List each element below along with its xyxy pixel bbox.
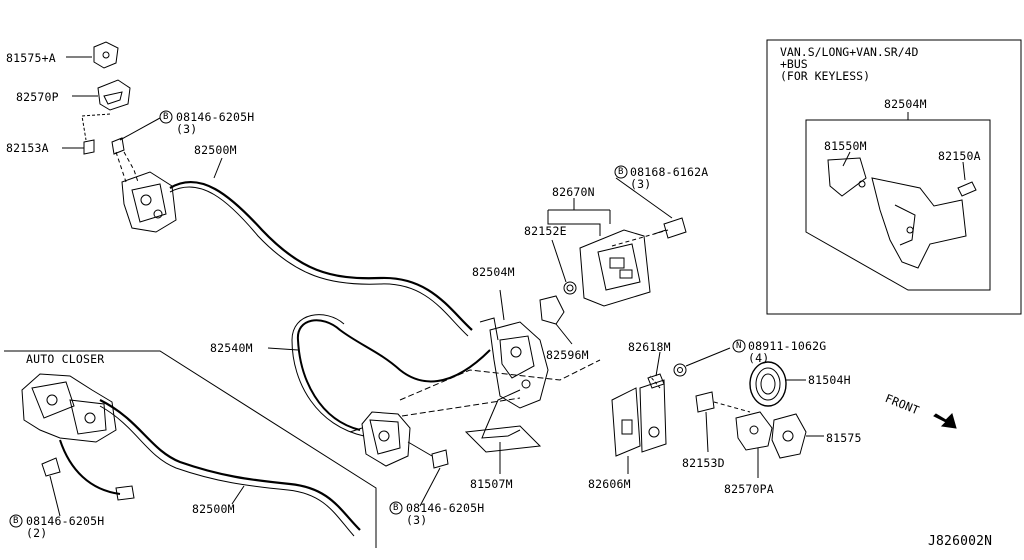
bolt2-sym: B — [618, 167, 624, 177]
inset-part-main: 82504M — [884, 97, 927, 111]
section-auto-closer: AUTO CLOSER — [26, 352, 105, 366]
label-bolt1-num: 08146-6205H — [176, 110, 255, 124]
label-bolt3-qty: (3) — [406, 513, 428, 527]
label-82670n: 82670N — [552, 185, 595, 199]
label-bolt4-qty: (2) — [26, 526, 48, 540]
label-81575: 81575 — [826, 431, 862, 445]
bolt1-sym: B — [163, 112, 169, 122]
label-82152e: 82152E — [524, 224, 567, 238]
label-82606m: 82606M — [588, 477, 631, 491]
bolt2-symbol-icon — [614, 165, 628, 179]
door-lock-82504m-icon — [479, 317, 549, 409]
inset-box — [766, 39, 1022, 315]
bolt1-symbol-icon — [159, 110, 173, 124]
nut-symbol-icon — [732, 339, 746, 353]
label-82153a: 82153A — [6, 141, 49, 155]
label-82540m: 82540M — [210, 341, 253, 355]
label-81507m: 81507M — [470, 477, 513, 491]
label-82570pa: 82570PA — [724, 482, 774, 496]
label-81504h: 81504H — [808, 373, 851, 387]
label-82570p: 82570P — [16, 90, 59, 104]
handle-bracket-82670n-icon — [579, 229, 651, 307]
part-82570pa-icon — [735, 411, 773, 451]
grommet-81504h-icon — [749, 361, 787, 407]
auto-closer-latch-icon — [21, 373, 117, 443]
label-82596m: 82596M — [546, 348, 589, 362]
label-bolt1-qty: (3) — [176, 122, 198, 136]
inset-line2: +BUS — [780, 57, 808, 71]
nut-sym: N — [736, 341, 742, 351]
front-arrow-icon — [933, 413, 957, 429]
label-bolt2-num: 08168-6162A — [630, 165, 709, 179]
label-bolt4-num: 08146-6205H — [26, 514, 105, 528]
label-bolt3-num: 08146-6205H — [406, 501, 485, 515]
bolt4-symbol-icon — [9, 514, 23, 528]
label-82618m: 82618M — [628, 340, 671, 354]
label-82153d: 82153D — [682, 456, 725, 470]
label-81575a: 81575+A — [6, 51, 56, 65]
inset-part-b: 82150A — [938, 149, 981, 163]
bolt3-symbol-icon — [389, 501, 403, 515]
label-nut-qty: (4) — [748, 351, 770, 365]
inset-part-a: 81550M — [824, 139, 867, 153]
inset-latch-icon — [827, 157, 977, 269]
diagram-id: J826002N — [928, 534, 993, 549]
bolt3-sym: B — [393, 503, 399, 513]
label-82500m-top: 82500M — [194, 143, 237, 157]
inset-line1: VAN.S/LONG+VAN.SR/4D — [780, 45, 919, 59]
latch-top-left-icon — [121, 171, 177, 233]
bracket-81575-icon — [771, 413, 807, 459]
label-nut-num: 08911-1062G — [748, 339, 827, 353]
inset-line3: (FOR KEYLESS) — [780, 69, 871, 83]
part-82570p-icon — [97, 79, 131, 111]
label-82504m: 82504M — [472, 265, 515, 279]
plate-82606m-icon — [611, 379, 667, 457]
part-82596m-icon — [539, 295, 565, 325]
bolt4-sym: B — [13, 516, 19, 526]
latch-middle-icon — [349, 411, 411, 467]
bracket-81575a-icon — [93, 41, 119, 69]
label-bolt2-qty: (3) — [630, 177, 652, 191]
label-82500m-bottom: 82500M — [192, 502, 235, 516]
